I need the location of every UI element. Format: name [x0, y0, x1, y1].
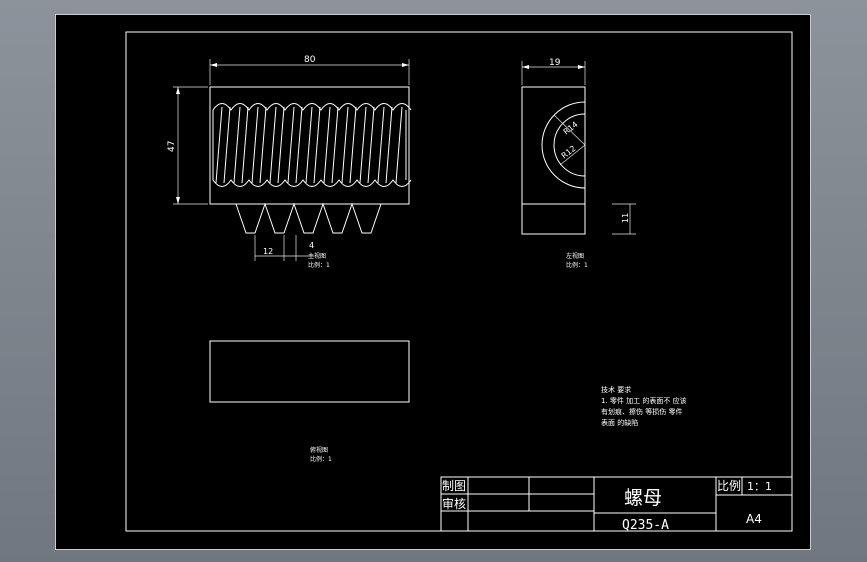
scale-value: 1：1: [747, 480, 772, 493]
dim-47: 47: [167, 141, 177, 152]
part-name: 螺母: [624, 487, 662, 509]
front-view-caption: 主视图: [308, 252, 326, 260]
notes-line-2: 有划痕、擦伤 等损伤 零件: [601, 407, 682, 416]
title-block-check-label: 审核: [442, 496, 466, 511]
top-view-caption: 俯视图: [310, 446, 328, 454]
sheet-size: A4: [746, 512, 762, 526]
side-view: 19 R14 R12 11 左视图 比例：1: [521, 58, 636, 269]
notes-line-1: 1. 零件 加工 的表面不 应该: [601, 396, 687, 405]
technical-notes: 技术 要求 1. 零件 加工 的表面不 应该 有划痕、擦伤 等损伤 零件 表面 …: [601, 385, 687, 427]
side-body-outline: [521, 86, 586, 235]
notes-title: 技术 要求: [601, 385, 631, 394]
side-view-scale: 比例：1: [566, 261, 588, 269]
title-block-drawn-label: 制图: [442, 479, 466, 493]
dim-80: 80: [304, 55, 316, 65]
top-view: 俯视图 比例：1: [209, 340, 410, 463]
scale-label: 比例: [717, 479, 741, 493]
dim-4: 4: [309, 241, 314, 250]
bore-outer-arc: [541, 101, 586, 189]
side-view-caption: 左视图: [566, 252, 584, 260]
material: Q235-A: [622, 518, 669, 533]
sheet-frame: [125, 31, 793, 532]
cad-drawing-canvas: 80 47: [125, 31, 793, 533]
front-view: 80 47: [167, 55, 412, 269]
bore-inner-arc: [553, 113, 586, 177]
notes-line-3: 表面 的缺陷: [601, 418, 638, 427]
dim-11: 11: [621, 213, 630, 223]
thread-bottom-profile: [212, 179, 412, 187]
drawing-viewport[interactable]: 80 47: [55, 14, 811, 550]
title-block: 制图 审核 螺母 Q235-A 比例 1：1 A4: [440, 476, 793, 533]
front-view-scale: 比例：1: [308, 261, 330, 269]
front-body-outline: [209, 86, 410, 205]
rack-teeth: [235, 202, 382, 234]
thread-helix: [215, 106, 403, 184]
top-view-scale: 比例：1: [310, 455, 332, 463]
dim-19: 19: [549, 58, 561, 68]
dim-12: 12: [263, 247, 273, 256]
top-body-outline: [209, 340, 410, 403]
